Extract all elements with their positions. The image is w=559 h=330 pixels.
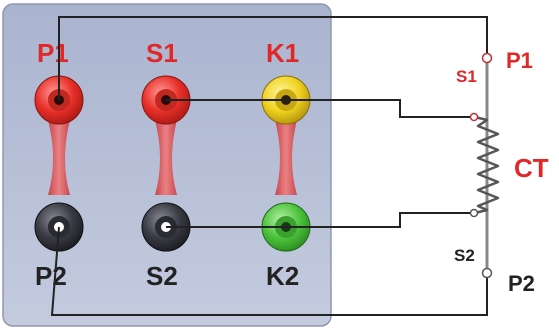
ct-s2-node	[469, 208, 479, 218]
label-s1: S1	[146, 38, 178, 68]
wire-p1-to-ct-p1	[58, 16, 488, 100]
ct-p2-node	[481, 267, 493, 279]
link-strap-k	[275, 120, 297, 195]
wire-p2-to-ct-p2	[50, 226, 488, 316]
ct-secondary-coil	[474, 115, 500, 215]
link-strap-p	[48, 120, 70, 195]
ct-label-p2: P2	[508, 271, 535, 296]
wire-s1-to-ct-s1	[166, 99, 474, 118]
ct-label-name: CT	[514, 153, 549, 183]
label-p1: P1	[37, 38, 69, 68]
link-straps	[48, 120, 297, 195]
label-s2: S2	[146, 261, 178, 291]
ct-symbol	[469, 52, 500, 279]
link-strap-s	[155, 120, 177, 195]
ct-label-s2: S2	[454, 246, 475, 265]
ct-p1-node	[481, 52, 493, 64]
label-p2: P2	[35, 261, 67, 291]
ct-s1-node	[469, 112, 479, 122]
ct-label-p1: P1	[506, 48, 533, 73]
wire-s2-to-ct-s2	[166, 212, 474, 228]
ct-label-s1: S1	[456, 67, 477, 86]
label-k2: K2	[266, 261, 299, 291]
wires	[50, 16, 488, 316]
label-k1: K1	[266, 38, 299, 68]
